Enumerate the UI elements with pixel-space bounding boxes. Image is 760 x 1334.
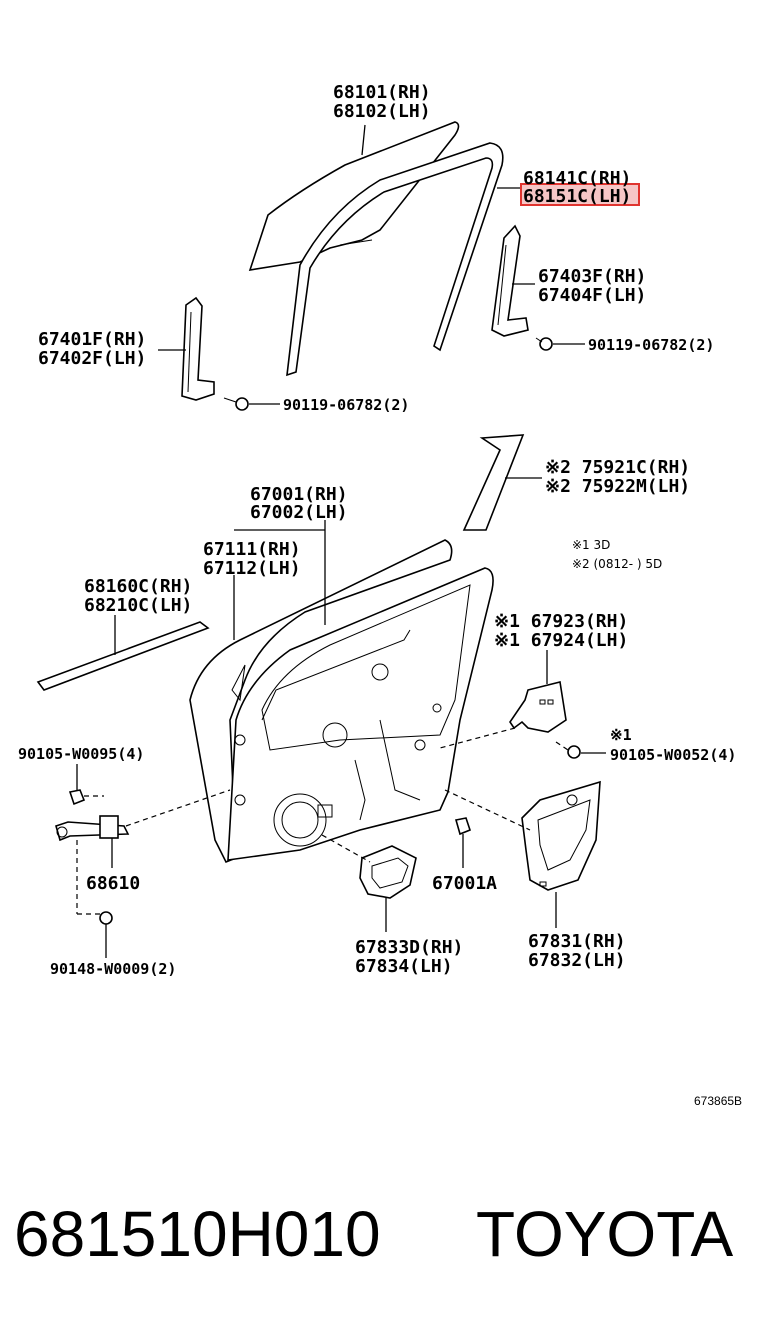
door-glass <box>248 121 460 271</box>
label-bolt-a: 90119-06782(2) <box>588 336 714 354</box>
screw-icon <box>555 741 581 759</box>
bolt-icon <box>535 337 553 351</box>
service-hole-cover-b <box>359 845 417 899</box>
clip-icon <box>454 817 471 836</box>
label-trim: ※2 75921C(RH) ※2 75922M(LH) <box>545 457 690 497</box>
glass-run <box>286 142 504 377</box>
door-check <box>55 815 130 842</box>
svg-text:68101(RH): 68101(RH) <box>333 82 431 103</box>
svg-text:※2 75922M(LH): ※2 75922M(LH) <box>545 476 690 497</box>
label-check: 68610 <box>86 873 140 894</box>
svg-text:67403F(RH): 67403F(RH) <box>538 266 646 287</box>
diagram-code: 673865B <box>694 1094 742 1108</box>
label-screw-right-mark: ※1 <box>610 726 632 744</box>
label-glass: 68101(RH) 68102(LH) <box>333 82 431 122</box>
svg-text:67112(LH): 67112(LH) <box>203 558 301 579</box>
svg-text:※2 75921C(RH): ※2 75921C(RH) <box>545 457 690 478</box>
svg-text:67831(RH): 67831(RH) <box>528 931 626 952</box>
svg-text:68102(LH): 68102(LH) <box>333 101 431 122</box>
svg-text:68151C(LH): 68151C(LH) <box>523 186 631 207</box>
svg-text:67002(LH): 67002(LH) <box>250 502 348 523</box>
label-bolt-b: 90119-06782(2) <box>283 396 409 414</box>
part-number: 681510H010 <box>14 1198 381 1270</box>
svg-text:※1 3D: ※1 3D <box>572 538 610 552</box>
svg-text:67833D(RH): 67833D(RH) <box>355 937 463 958</box>
label-seal-a: 67831(RH) 67832(LH) <box>528 931 626 971</box>
svg-text:68141C(RH): 68141C(RH) <box>523 168 631 189</box>
svg-text:68210C(LH): 68210C(LH) <box>84 595 192 616</box>
label-seal-b: 67833D(RH) 67834(LH) <box>355 937 463 977</box>
bolt-icon <box>68 789 104 806</box>
door-panel <box>189 539 494 864</box>
svg-text:※1 67923(RH): ※1 67923(RH) <box>494 611 628 632</box>
svg-text:67001(RH): 67001(RH) <box>250 484 348 505</box>
label-bolt-c: 90148-W0009(2) <box>50 960 176 978</box>
svg-text:67834(LH): 67834(LH) <box>355 956 453 977</box>
label-run: 68141C(RH) 68151C(LH) <box>523 168 631 207</box>
svg-text:67401F(RH): 67401F(RH) <box>38 329 146 350</box>
belt-moulding <box>36 621 210 691</box>
label-notes: ※1 3D ※2 (0812- ) 5D <box>572 538 662 571</box>
svg-text:※1 67924(LH): ※1 67924(LH) <box>494 630 628 651</box>
label-screw-right: 90105-W0052(4) <box>610 746 736 764</box>
glass-leader <box>361 124 366 156</box>
brand-name: TOYOTA <box>476 1198 734 1270</box>
door-trim <box>462 434 525 531</box>
service-hole-cover-a <box>521 780 601 891</box>
hole-cover <box>509 681 567 733</box>
bolt-icon <box>223 397 249 411</box>
highlight-box <box>520 183 640 206</box>
label-screw-left: 90105-W0095(4) <box>18 745 144 763</box>
label-front-sash: 67401F(RH) 67402F(LH) <box>38 329 146 369</box>
seal-a-dash <box>444 789 531 831</box>
seal-b-dash <box>321 834 371 863</box>
label-rear-sash: 67403F(RH) 67404F(LH) <box>538 266 646 306</box>
label-belt-moulding: 68160C(RH) 68210C(LH) <box>84 576 192 616</box>
hole-cover-dash <box>439 727 516 749</box>
label-weatherstrip: 67111(RH) 67112(LH) <box>203 539 301 579</box>
svg-text:68160C(RH): 68160C(RH) <box>84 576 192 597</box>
svg-text:※2 (0812- ) 5D: ※2 (0812- ) 5D <box>572 557 662 571</box>
svg-text:67832(LH): 67832(LH) <box>528 950 626 971</box>
svg-text:67402F(LH): 67402F(LH) <box>38 348 146 369</box>
label-hole-cover: ※1 67923(RH) ※1 67924(LH) <box>494 611 628 651</box>
rear-sash <box>491 224 529 337</box>
check-dash <box>125 789 231 827</box>
front-sash <box>181 296 215 401</box>
bolt-icon <box>99 911 113 925</box>
label-clip: 67001A <box>432 873 497 894</box>
label-panel: 67001(RH) 67002(LH) <box>250 484 348 523</box>
svg-text:67404F(LH): 67404F(LH) <box>538 285 646 306</box>
svg-text:67111(RH): 67111(RH) <box>203 539 301 560</box>
